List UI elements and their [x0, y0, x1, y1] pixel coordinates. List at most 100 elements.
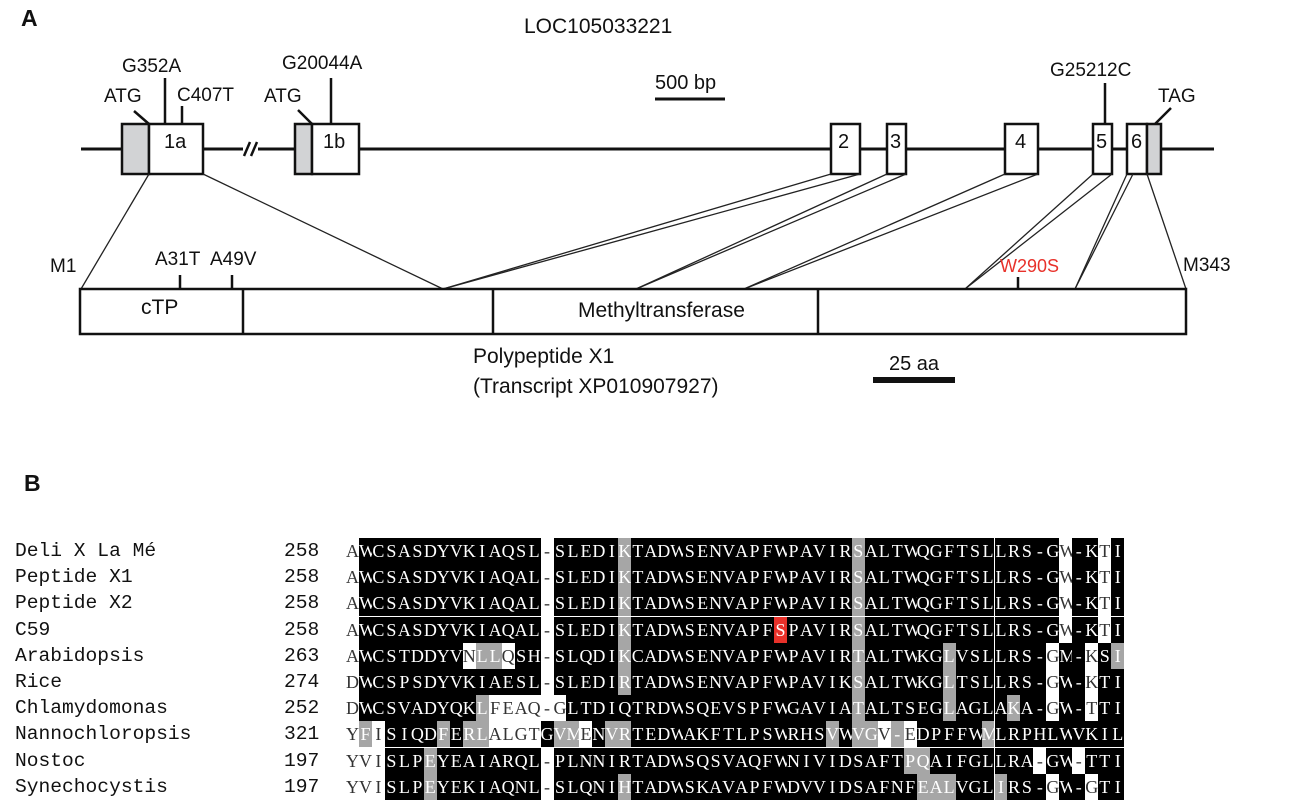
residue: L — [981, 669, 995, 695]
residue: P — [748, 564, 762, 591]
residue: V — [449, 564, 463, 591]
residue: V — [449, 642, 463, 669]
residue: G — [929, 669, 943, 695]
residue: A — [346, 541, 359, 561]
caption-line-2: (Transcript XP010907927) — [473, 375, 719, 398]
residue: G — [1046, 776, 1060, 797]
species-name: Arabidopsis — [15, 644, 145, 667]
residue: E — [449, 721, 463, 748]
residue: R — [1007, 669, 1021, 695]
residue: M — [981, 721, 998, 748]
residue: Q — [618, 695, 631, 722]
residue: - — [1072, 616, 1086, 643]
residue: K — [462, 616, 476, 643]
residue: E — [916, 773, 930, 800]
residue: L — [527, 747, 541, 774]
residue: N — [709, 538, 722, 564]
residue: R — [1007, 721, 1021, 748]
residue: E — [696, 616, 710, 643]
residue: S — [683, 747, 697, 774]
residue: S — [1020, 564, 1034, 591]
residue: F — [761, 695, 774, 722]
residue: S — [553, 538, 567, 564]
residue: - — [1072, 642, 1086, 669]
residue: I — [605, 773, 619, 800]
residue: D — [657, 642, 670, 669]
residue: S — [384, 564, 398, 591]
start-position: 263 — [284, 644, 320, 667]
residue: A — [488, 724, 502, 745]
residue: E — [423, 747, 437, 774]
residue: W — [774, 695, 791, 722]
residue: S — [851, 538, 865, 564]
residue: T — [1099, 541, 1111, 561]
residue: I — [1111, 538, 1125, 564]
residue: L — [475, 642, 489, 669]
residue: S — [968, 538, 982, 564]
residue: V — [358, 776, 372, 797]
residue: A — [799, 564, 813, 591]
residue: K — [462, 695, 476, 722]
residue: V — [812, 538, 826, 564]
residue: R — [1007, 773, 1021, 800]
residue: T — [955, 669, 969, 695]
residue: - — [544, 645, 551, 666]
residue: K — [462, 590, 476, 617]
label-m343: M343 — [1183, 255, 1231, 276]
residue: A — [644, 642, 657, 669]
residue: A — [799, 590, 813, 617]
scale-label-bp: 500 bp — [655, 72, 717, 94]
residue: F — [490, 698, 501, 719]
residue: L — [942, 695, 956, 722]
residue: S — [968, 669, 982, 695]
residue: P — [903, 747, 917, 774]
residue: W — [358, 616, 376, 643]
residue: K — [1085, 616, 1098, 643]
residue: - — [890, 721, 904, 748]
residue: W — [1059, 593, 1077, 614]
panel-label-b: B — [24, 470, 41, 496]
residue: L — [877, 538, 891, 564]
residue: L — [877, 616, 891, 643]
residue: L — [994, 564, 1008, 591]
residue: F — [955, 747, 969, 774]
residue: A — [799, 616, 813, 643]
residue: P — [748, 669, 762, 695]
residue: P — [748, 538, 762, 564]
residue: T — [631, 695, 645, 722]
residue: S — [514, 669, 528, 695]
residue: S — [384, 538, 398, 564]
residue: V — [812, 642, 826, 669]
residue: L — [566, 616, 580, 643]
residue: E — [579, 590, 593, 617]
residue: L — [994, 642, 1008, 669]
residue: W — [774, 642, 791, 669]
residue: T — [631, 747, 645, 774]
residue: I — [475, 590, 489, 617]
residue: G — [1046, 616, 1059, 643]
residue: A — [864, 590, 878, 617]
residue: L — [527, 669, 541, 695]
residue: R — [1007, 564, 1021, 591]
residue: L — [566, 564, 580, 591]
residue: F — [877, 773, 891, 800]
residue: A — [488, 747, 502, 774]
residue: A — [735, 616, 748, 643]
residue: T — [1086, 698, 1098, 719]
residue: A — [346, 593, 359, 614]
residue: G — [786, 695, 800, 722]
residue: K — [696, 721, 709, 748]
residue: L — [1111, 721, 1125, 748]
residue: R — [838, 590, 852, 617]
residue: S — [410, 590, 424, 617]
residue: W — [903, 590, 921, 617]
residue: V — [722, 616, 735, 643]
residue: Q — [501, 645, 515, 666]
residue: R — [618, 721, 632, 748]
residue: K — [916, 669, 930, 695]
residue: K — [462, 538, 476, 564]
residue: R — [786, 721, 800, 748]
residue: L — [994, 616, 1008, 643]
